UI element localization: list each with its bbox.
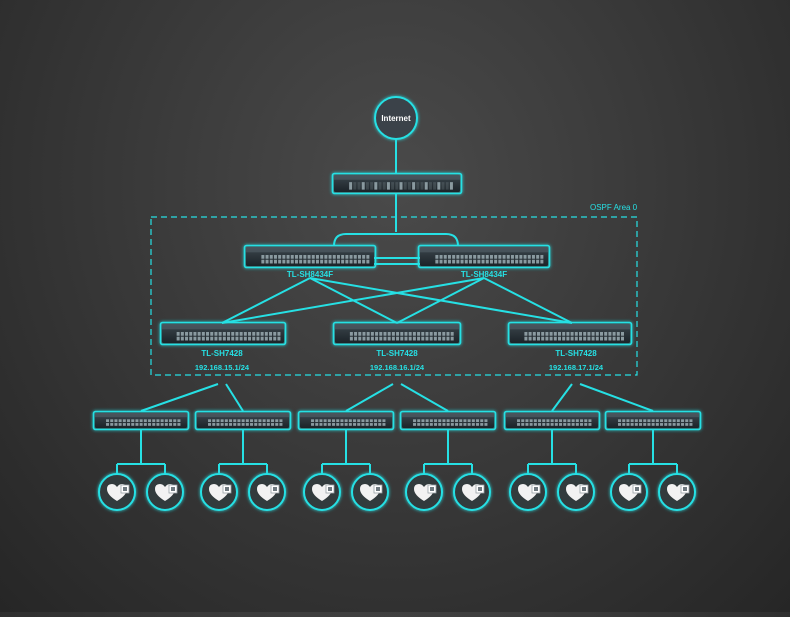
link-core2-agg2 <box>396 277 485 324</box>
link-core2-agg1 <box>221 277 485 324</box>
link-agg2-access3 <box>345 383 394 412</box>
wireless-access-point-icon <box>200 473 238 511</box>
network-devices <box>92 172 702 431</box>
agg-switch-1-subnet: 192.168.15.1/24 <box>195 363 250 372</box>
core-switch-1 <box>243 244 377 269</box>
wireless-access-point-icon <box>146 473 184 511</box>
wireless-access-point-icon <box>98 473 136 511</box>
wireless-access-point-icon <box>405 473 443 511</box>
access-switch-2 <box>194 410 292 431</box>
wireless-access-point-icon <box>509 473 547 511</box>
network-links <box>116 139 678 474</box>
agg-switch-1-model: TL-SH7428 <box>201 349 243 358</box>
wireless-access-point-icon <box>351 473 389 511</box>
core-switch-1-model: TL-SH8434F <box>287 270 333 279</box>
link-agg3-access6 <box>579 383 654 412</box>
link-agg2-access4 <box>400 383 449 412</box>
internet-label: Internet <box>381 114 411 123</box>
link-agg1-access1 <box>140 383 219 412</box>
core-router <box>331 172 463 195</box>
ospf-area-label: OSPF Area 0 <box>590 203 638 212</box>
link-core-trunk <box>333 233 459 247</box>
agg-switch-2-model: TL-SH7428 <box>376 349 418 358</box>
ospf-area-boundary <box>150 216 638 376</box>
aggregation-switch-2 <box>332 321 462 346</box>
access-switch-3 <box>297 410 395 431</box>
link-agg3-access5 <box>551 383 573 412</box>
agg-switch-3-subnet: 192.168.17.1/24 <box>549 363 604 372</box>
link-agg1-access2 <box>225 383 244 412</box>
aggregation-switch-1 <box>159 321 287 346</box>
core-switch-2 <box>417 244 551 269</box>
agg-switch-2-subnet: 192.168.16.1/24 <box>370 363 425 372</box>
access-switch-4 <box>399 410 497 431</box>
wireless-access-point-icon <box>658 473 696 511</box>
link-core1-agg1 <box>221 277 311 324</box>
access-switch-5 <box>503 410 601 431</box>
wireless-access-point-icon <box>453 473 491 511</box>
access-switch-6 <box>604 410 702 431</box>
access-points <box>98 473 696 511</box>
access-switch-1 <box>92 410 190 431</box>
core-switch-2-model: TL-SH8434F <box>461 270 507 279</box>
internet-node: Internet <box>374 96 418 140</box>
agg-switch-3-model: TL-SH7428 <box>555 349 597 358</box>
wireless-access-point-icon <box>557 473 595 511</box>
wireless-access-point-icon <box>248 473 286 511</box>
device-labels: TL-SH8434F TL-SH8434F TL-SH7428 192.168.… <box>195 270 604 372</box>
wireless-access-point-icon <box>303 473 341 511</box>
aggregation-switch-3 <box>507 321 633 346</box>
wireless-access-point-icon <box>610 473 648 511</box>
link-core2-agg3 <box>483 277 573 324</box>
